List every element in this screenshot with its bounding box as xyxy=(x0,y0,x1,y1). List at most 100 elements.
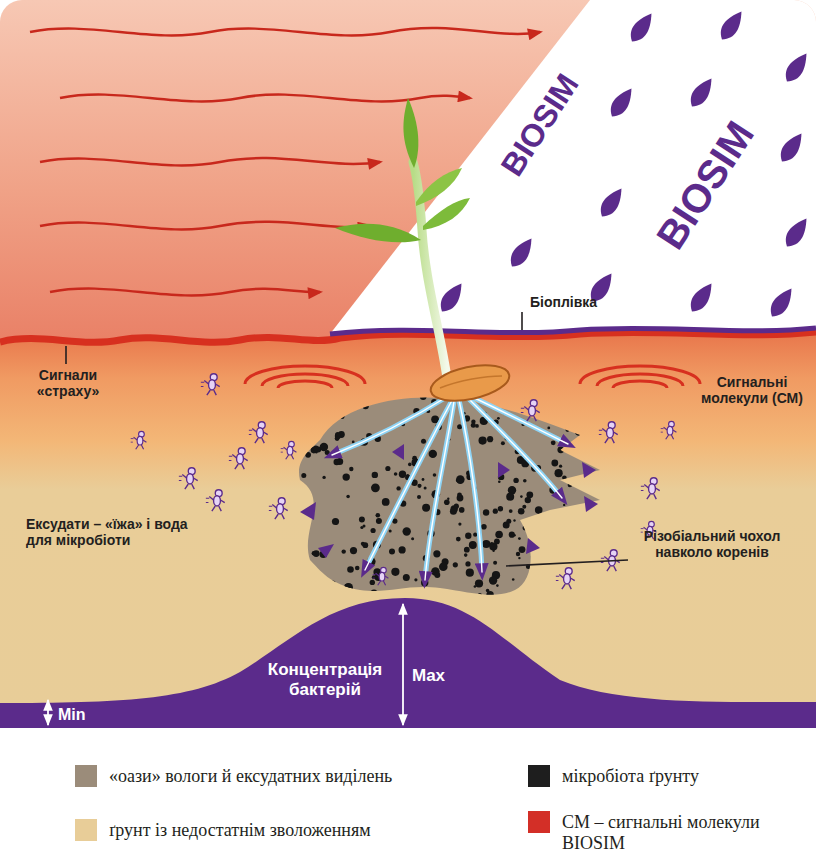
bacteria-band: Концентрація бактерій xyxy=(0,590,816,728)
biosim-drops-part xyxy=(716,7,748,43)
biosim-drops-part xyxy=(686,279,718,315)
microbe-dot xyxy=(403,574,410,581)
microbe-dot xyxy=(465,533,471,539)
bacteria-part xyxy=(179,468,198,489)
microbe-dot xyxy=(309,596,314,601)
microbe-dot xyxy=(573,423,578,428)
microbe-dot xyxy=(565,555,572,562)
microbe-dot xyxy=(498,481,501,484)
microbe-dot xyxy=(573,529,580,536)
leaves-part xyxy=(423,198,470,230)
microbe-dot xyxy=(370,580,375,585)
microbe-dot xyxy=(564,522,570,528)
roots-part-part xyxy=(458,395,482,572)
seed xyxy=(428,359,513,407)
microbe-dot xyxy=(406,474,409,477)
microbe-dot xyxy=(444,500,450,506)
bacteria-part xyxy=(269,498,288,519)
microbe-dot xyxy=(342,549,346,553)
microbe-dot xyxy=(584,391,587,394)
microbe-dot xyxy=(478,593,482,597)
microbe-dot xyxy=(562,529,569,536)
microbe-dot xyxy=(599,535,603,539)
microbe-dot xyxy=(300,589,307,596)
bacteria-part xyxy=(641,478,660,499)
microbe-dot xyxy=(424,487,427,490)
microbe-dot xyxy=(347,566,354,573)
microbe-dot xyxy=(333,583,336,586)
roots-part-part xyxy=(462,392,562,498)
leaves-part xyxy=(335,224,421,242)
leader-lines-part xyxy=(65,346,67,364)
microbe-dot xyxy=(456,594,459,597)
microbe-dot xyxy=(403,590,410,597)
roots-part xyxy=(332,392,568,580)
microbe-dot xyxy=(465,561,470,566)
stress-arrows xyxy=(30,28,540,295)
microbe-dot xyxy=(352,441,355,444)
microbe-dot xyxy=(363,524,366,527)
microbe-dot xyxy=(396,392,398,394)
leaves-part xyxy=(416,168,462,206)
microbe-dot xyxy=(340,414,345,419)
root-arrowheads-part xyxy=(582,462,596,478)
microbe-dot xyxy=(598,543,606,551)
microbe-dot xyxy=(522,505,526,509)
band-label: Концентрація бактерій xyxy=(230,660,420,700)
microbe-dot xyxy=(606,405,611,410)
microbe-dot xyxy=(355,566,360,571)
microbe-dot xyxy=(594,405,598,409)
bacteria xyxy=(131,374,677,589)
microbe-dot xyxy=(298,583,302,587)
microbe-dot xyxy=(376,513,381,518)
microbe-dot xyxy=(454,504,459,509)
bacteria-part xyxy=(249,422,268,443)
microbe-dot xyxy=(376,518,382,524)
microbe-dot xyxy=(361,397,364,400)
microbe-dot xyxy=(538,536,545,543)
microbe-dot xyxy=(335,436,340,441)
microbe-dot xyxy=(589,536,592,539)
band-text-wrap: Концентрація бактерій xyxy=(230,660,420,700)
microbe-dot xyxy=(501,441,505,445)
legend-text: «оази» вологи й ексудатних виділень xyxy=(109,766,509,787)
microbe-dot xyxy=(559,413,563,417)
microbe-dot xyxy=(513,519,515,521)
microbe-dot xyxy=(332,409,334,411)
microbe-dot xyxy=(421,439,426,444)
microbe-dot xyxy=(512,578,515,581)
microbe-dot xyxy=(490,542,493,545)
microbe-dot xyxy=(557,446,564,453)
microbe-dot xyxy=(311,408,317,414)
brand-text: BIOSIM xyxy=(647,113,763,257)
microbe-dot xyxy=(593,591,596,594)
sky xyxy=(0,0,816,345)
microbe-dot xyxy=(497,417,500,420)
microbe-dot xyxy=(559,396,567,404)
microbe-dot xyxy=(433,550,440,557)
microbe-dot xyxy=(349,467,353,471)
microbe-dot xyxy=(545,528,551,534)
microbe-dot xyxy=(389,549,395,555)
microbe-dot xyxy=(573,507,578,512)
bacteria-part xyxy=(206,490,225,511)
legend-swatch xyxy=(75,819,97,841)
microbe-dot xyxy=(371,528,376,533)
microbe-dot xyxy=(509,509,513,513)
microbe-dot xyxy=(603,433,605,435)
microbe-dot xyxy=(590,544,596,550)
legend-swatch xyxy=(528,811,550,833)
microbe-dot xyxy=(581,400,588,407)
microbe-dot xyxy=(579,440,585,446)
roots-part-part xyxy=(458,395,482,572)
bacteria-part xyxy=(556,568,575,589)
microbe-dot xyxy=(362,403,368,409)
microbe-dot xyxy=(458,523,461,526)
microbe-dot xyxy=(305,452,311,458)
microbe-dot xyxy=(548,415,554,421)
microbe-dot xyxy=(516,552,520,556)
microbe-dot xyxy=(336,404,339,407)
microbe-dot xyxy=(464,553,468,557)
root-arrowheads-part xyxy=(318,544,334,558)
